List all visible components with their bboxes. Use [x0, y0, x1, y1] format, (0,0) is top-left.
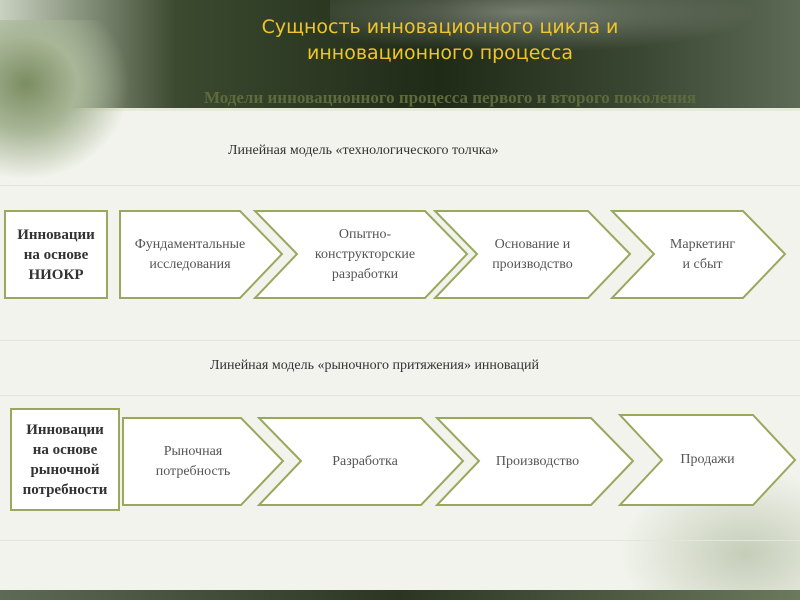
label-line: исследования: [149, 256, 231, 272]
label-line: Разработка: [332, 453, 398, 469]
model1-step-2: [252, 210, 469, 299]
label-line: Рыночная: [163, 443, 223, 459]
model1-step-3-label: Основание и производство: [470, 211, 595, 298]
model2-step-2: [256, 417, 465, 506]
label-line: производство: [492, 256, 573, 272]
label-line: Продажи: [680, 452, 735, 467]
banner-swoosh: [330, 0, 800, 60]
banner-divider: [0, 108, 800, 111]
model2-step-2-label: Разработка: [295, 418, 435, 505]
model1-step-4: [609, 210, 787, 299]
label-line: Маркетинг: [669, 236, 736, 252]
title-line: инновационного процесса: [307, 42, 573, 64]
model2-step-4-label: Продажи: [655, 415, 760, 505]
model1-source-box: [4, 210, 108, 299]
model1-step-4-label: Маркетинг и сбыт: [650, 211, 755, 298]
title-banner: [0, 0, 800, 110]
model2-step-1-label: Рыночная потребность: [123, 418, 263, 505]
slide-subtitle: Модели инновационного процесса первого и…: [203, 88, 697, 107]
model2-step-3: [434, 417, 635, 506]
model2-source-box: [10, 408, 120, 511]
label-line: потребности: [22, 481, 108, 498]
slide-title: Сущность инновационного цикла и инноваци…: [200, 14, 680, 66]
title-line: Сущность инновационного цикла и: [261, 16, 619, 38]
label-line: и сбыт: [682, 256, 723, 272]
model1-step-1: [119, 210, 284, 299]
model2-step-1: [122, 417, 285, 506]
hand-with-pen-image: [0, 20, 130, 180]
label-line: Фундаментальные: [134, 236, 246, 252]
model1-step-2-label: Опытно-конструкторские разработки: [290, 211, 440, 298]
model1-step-3: [432, 210, 632, 299]
label-line: на основе: [32, 441, 98, 458]
model2-heading: Линейная модель «рыночного притяжения» и…: [210, 358, 540, 373]
label-line: Производство: [495, 453, 580, 469]
label-line: рыночной: [30, 461, 100, 478]
bottom-bar: [0, 590, 800, 600]
label-line: разработки: [331, 266, 399, 282]
label-line: конструкторские: [314, 246, 416, 262]
label-line: Инновации: [26, 421, 104, 438]
label-line: Основание и: [494, 236, 571, 252]
model2-source-label: Инновации на основе рыночной потребности: [11, 409, 119, 510]
model2-step-3-label: Производство: [470, 418, 605, 505]
model1-heading: Линейная модель «технологического толчка…: [228, 143, 499, 158]
model1-step-1-label: Фундаментальные исследования: [120, 211, 260, 298]
label-line: НИОКР: [28, 266, 84, 283]
label-line: Опытно-: [338, 226, 392, 242]
model2-step-4: [617, 414, 797, 506]
label-line: на основе: [23, 246, 89, 263]
label-line: потребность: [155, 463, 231, 479]
label-line: Инновации: [17, 226, 95, 243]
